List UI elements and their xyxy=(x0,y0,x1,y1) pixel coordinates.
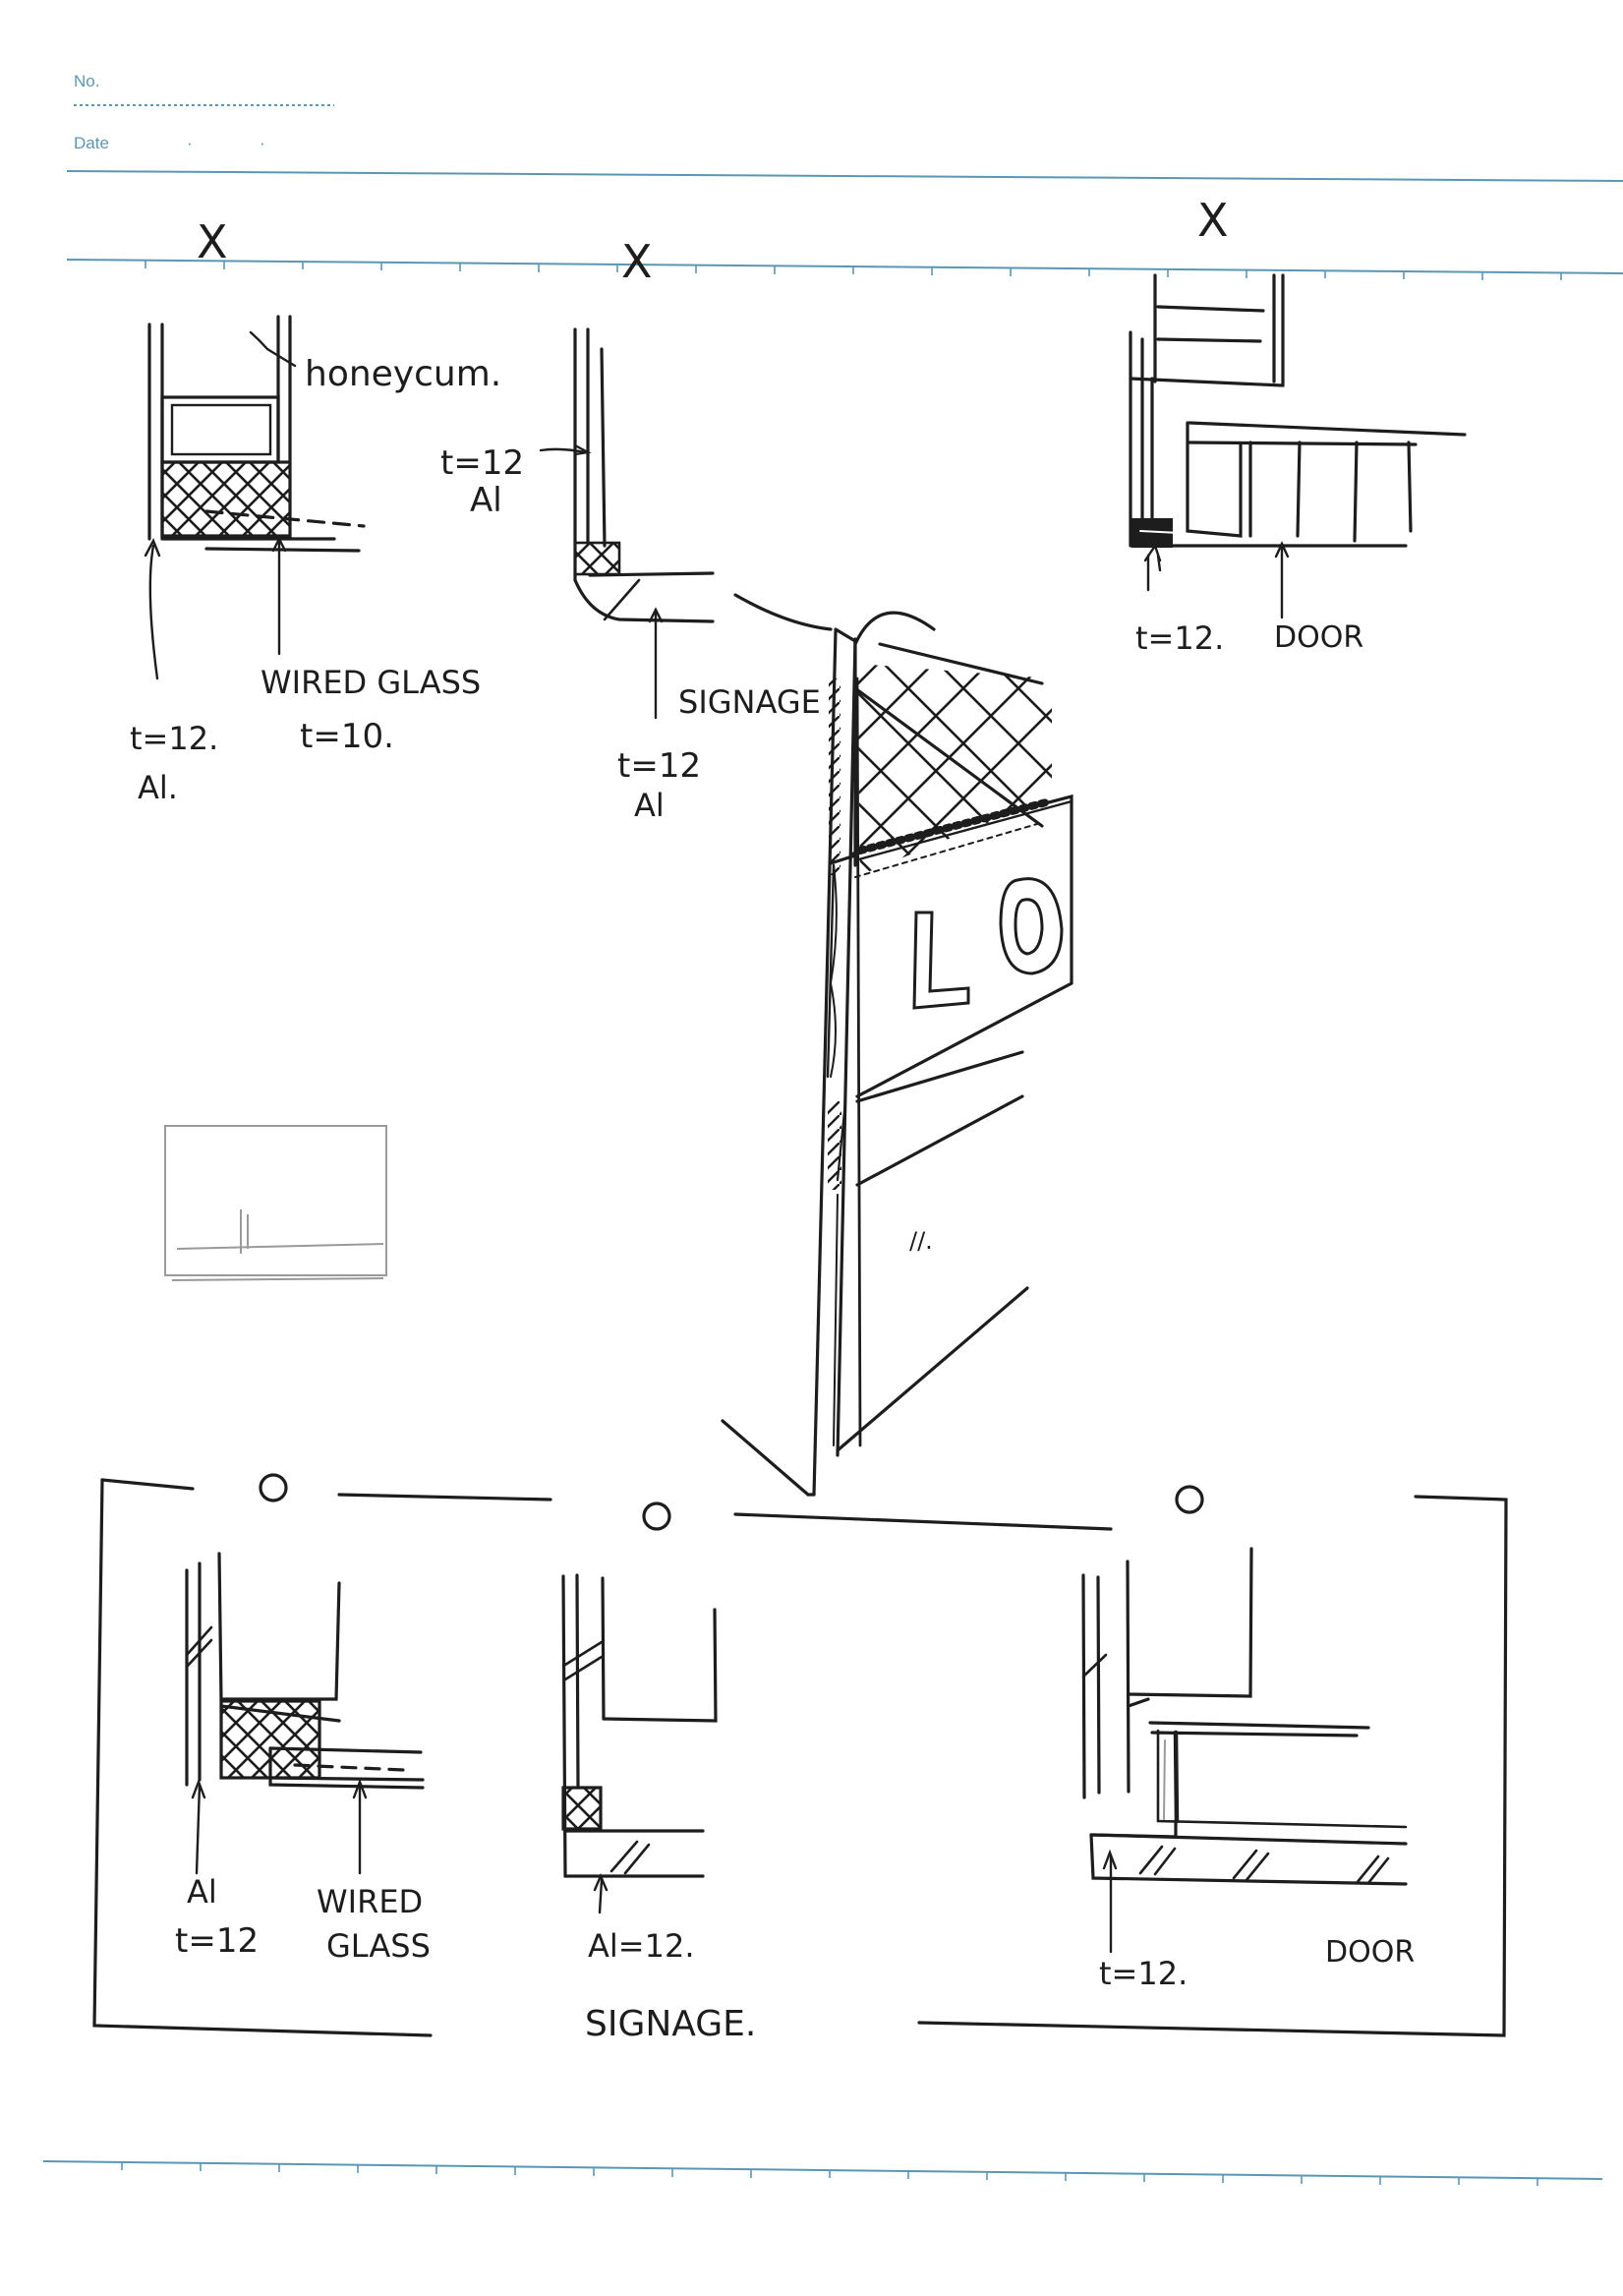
perspective-mark: //. xyxy=(909,1227,933,1255)
number-label: No. xyxy=(74,72,100,90)
bottom-scale-ticks xyxy=(121,2162,1538,2186)
top-scale-rule xyxy=(66,259,1623,274)
signage-label: SIGNAGE xyxy=(678,683,821,721)
date-label: Date xyxy=(74,134,109,152)
detail-bottom-middle: Al=12. SIGNAGE. xyxy=(561,1573,756,2044)
top-middle-thickness-label: t=12 xyxy=(440,443,524,483)
top-left-thickness-label: t=12. xyxy=(130,720,218,757)
glass-thickness-label: t=10. xyxy=(300,717,394,756)
top-middle-material-label: Al xyxy=(470,481,502,520)
bottom-left-material-label: Al xyxy=(187,1873,217,1911)
top-middle-bottom-thickness-label: t=12 xyxy=(617,746,701,786)
top-left-material-label: Al. xyxy=(138,769,178,806)
header-rule xyxy=(66,170,1623,182)
bottom-middle-signage-label: SIGNAGE. xyxy=(585,2004,756,2044)
bottom-left-glass-label-2: GLASS xyxy=(326,1927,431,1965)
detail-top-middle: X t=12 Al SIGNAGE t=12 Al xyxy=(440,235,821,824)
wired-glass-label: WIRED GLASS xyxy=(261,664,481,701)
top-right-mark: X xyxy=(1197,194,1229,247)
top-right-thickness-label: t=12. xyxy=(1135,619,1224,657)
top-middle-mark: X xyxy=(621,235,653,288)
top-middle-bottom-material-label: Al xyxy=(634,787,665,824)
top-right-door-label: DOOR xyxy=(1274,620,1363,655)
date-separator-1: · xyxy=(187,134,193,152)
bottom-panel-frame: O O O xyxy=(92,1473,1508,2037)
detail-top-right: X t=12. DOOR xyxy=(1129,194,1467,657)
bottom-left-glass-label-1: WIRED xyxy=(317,1883,423,1920)
bottom-right-door-label: DOOR xyxy=(1325,1935,1415,1970)
bottom-scale-rule xyxy=(42,2160,1603,2180)
bottom-left-thickness-label: t=12 xyxy=(175,1921,259,1961)
bottom-right-thickness-label: t=12. xyxy=(1099,1955,1188,1992)
date-separator-2: · xyxy=(260,134,265,152)
perspective-sign: LO //. xyxy=(721,593,1073,1497)
top-scale-ticks xyxy=(145,261,1562,280)
detail-top-left: X honeycum. t=12. Al. WIRED GLASS t=10. xyxy=(130,215,501,806)
honeycomb-label: honeycum. xyxy=(305,354,501,394)
detail-bottom-left: Al t=12 WIRED GLASS xyxy=(175,1552,431,1965)
detail-bottom-right: t=12. DOOR xyxy=(1081,1547,1415,1992)
pencil-thumbnail xyxy=(164,1125,387,1281)
bottom-middle-material-label: Al=12. xyxy=(588,1927,694,1965)
form-rules xyxy=(42,104,1623,2186)
top-left-mark: X xyxy=(197,215,228,268)
